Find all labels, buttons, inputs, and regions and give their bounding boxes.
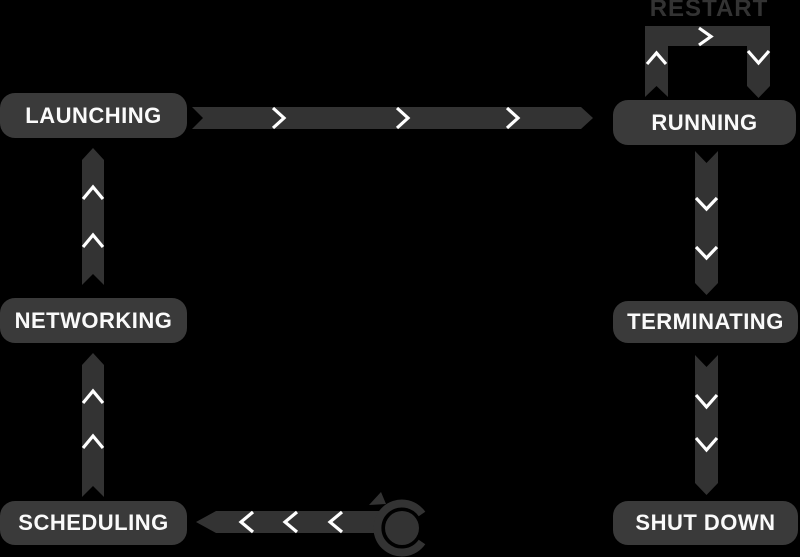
arrow-networking-to-launching — [81, 148, 105, 285]
node-networking-label: NETWORKING — [14, 307, 173, 333]
node-scheduling-label: SCHEDULING — [18, 510, 169, 535]
node-terminating-label: TERMINATING — [627, 309, 784, 334]
arrow-terminating-to-shutdown — [694, 355, 719, 495]
arrow-launching-to-running — [192, 106, 593, 130]
arrow-scheduling-to-networking — [81, 353, 105, 497]
node-networking: NETWORKING — [0, 298, 187, 343]
circular-arrow-icon — [369, 492, 426, 557]
node-scheduling: SCHEDULING — [0, 501, 187, 545]
node-terminating: TERMINATING — [613, 301, 798, 343]
arrow-cycle-to-scheduling — [196, 510, 380, 534]
node-running: RUNNING — [613, 100, 796, 145]
arrow-running-to-terminating — [694, 151, 719, 295]
node-launching-label: LAUNCHING — [25, 102, 162, 128]
restart-label: RESTART — [649, 0, 769, 22]
node-launching: LAUNCHING — [0, 93, 187, 138]
arrow-restart-loop — [645, 26, 771, 98]
node-running-label: RUNNING — [651, 109, 758, 135]
node-shut-down-label: SHUT DOWN — [635, 510, 776, 535]
node-shut-down: SHUT DOWN — [613, 501, 798, 545]
